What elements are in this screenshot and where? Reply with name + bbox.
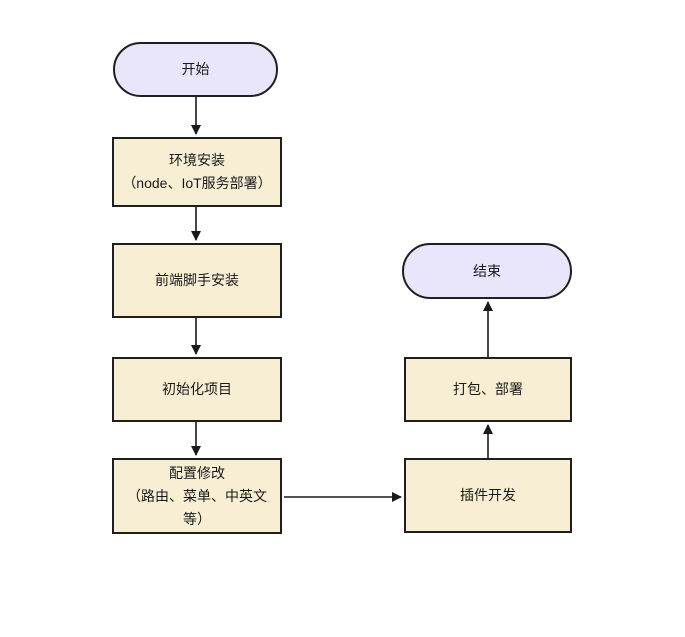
node-environment-install: 环境安装 （node、IoT服务部署） [112,137,282,207]
node-environment-install-label: 环境安装 （node、IoT服务部署） [122,152,272,191]
node-package-deploy: 打包、部署 [404,357,572,422]
node-frontend-scaffold-install: 前端脚手安装 [112,243,282,318]
node-config-modify-label: 配置修改 （路由、菜单、中英文 等） [127,464,267,527]
node-init-project-label: 初始化项目 [162,381,232,397]
node-end: 结束 [402,243,572,299]
node-config-modify: 配置修改 （路由、菜单、中英文 等） [112,458,282,534]
node-frontend-scaffold-install-label: 前端脚手安装 [155,272,239,288]
node-start: 开始 [113,42,278,97]
node-end-label: 结束 [473,262,501,279]
node-plugin-develop-label: 插件开发 [460,487,516,503]
node-init-project: 初始化项目 [112,357,282,422]
node-plugin-develop: 插件开发 [404,458,572,533]
node-start-label: 开始 [181,61,210,77]
node-package-deploy-label: 打包、部署 [453,381,523,397]
